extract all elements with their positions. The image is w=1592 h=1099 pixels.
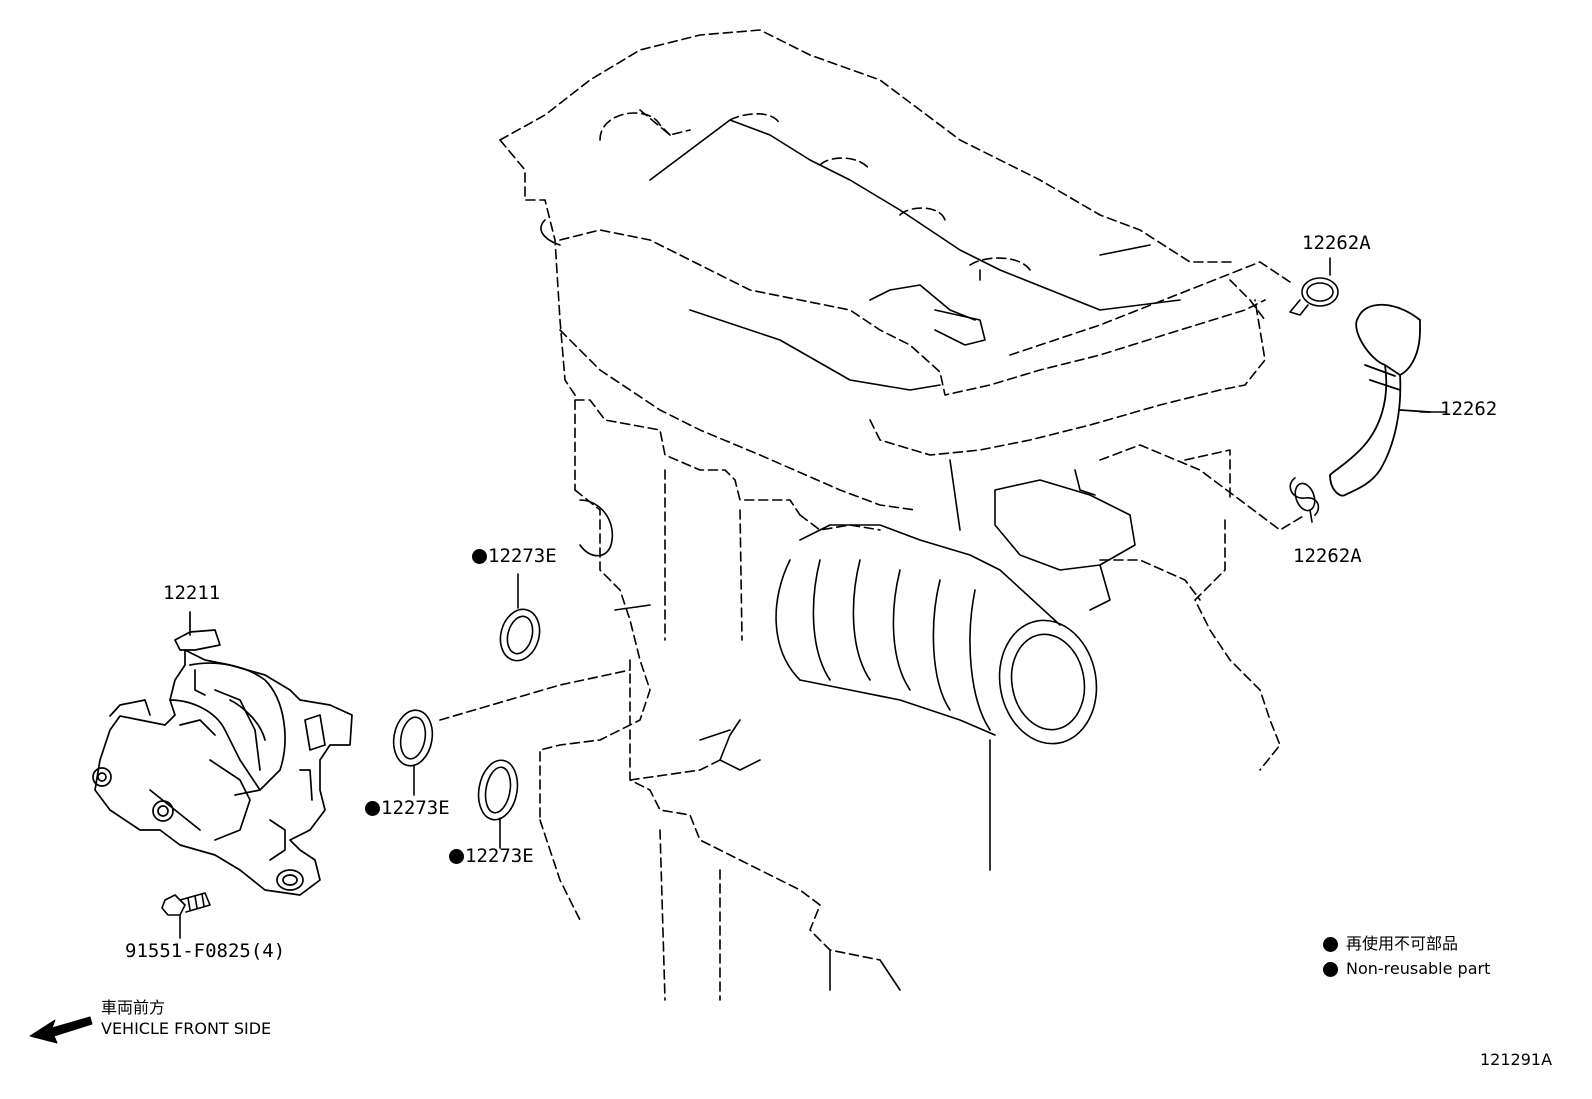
- gasket-12273E-mid: [392, 709, 434, 796]
- bolt-91551: [161, 892, 211, 939]
- legend-en: Non-reusable part: [1346, 959, 1491, 978]
- direction-jp: 車両前方: [101, 998, 166, 1017]
- label-12262A-bottom: 12262A: [1293, 545, 1362, 567]
- label-12262A-top: 12262A: [1302, 232, 1371, 254]
- hose-12262: [1329, 303, 1431, 497]
- direction-en: VEHICLE FRONT SIDE: [101, 1019, 272, 1038]
- legend-dot-icon: [1323, 937, 1338, 952]
- legend-dot-icon: [1323, 962, 1338, 977]
- non-reusable-dot-icon: [449, 849, 464, 864]
- label-12273E-mid: 12273E: [381, 797, 450, 819]
- label-12211: 12211: [163, 582, 221, 604]
- gasket-12273E-top: [499, 573, 541, 662]
- label-12273E-top: 12273E: [488, 545, 557, 567]
- front-arrow-icon: [29, 1016, 93, 1044]
- label-12262: 12262: [1440, 398, 1498, 420]
- label-91551: 91551-F0825(4): [125, 940, 286, 962]
- gasket-12273E-bottom: [477, 759, 519, 849]
- diagram-id: 121291A: [1480, 1050, 1553, 1069]
- engine-outline: [439, 29, 1306, 1001]
- non-reusable-dot-icon: [472, 549, 487, 564]
- engine-details: [540, 119, 1181, 991]
- label-12273E-bottom: 12273E: [465, 845, 534, 867]
- clamp-12262A-bottom: [1289, 477, 1320, 523]
- non-reusable-dot-icon: [365, 801, 380, 816]
- clamp-12262A-top: [1289, 257, 1339, 316]
- legend-jp: 再使用不可部品: [1346, 934, 1459, 953]
- oil-separator-12211: [92, 611, 353, 896]
